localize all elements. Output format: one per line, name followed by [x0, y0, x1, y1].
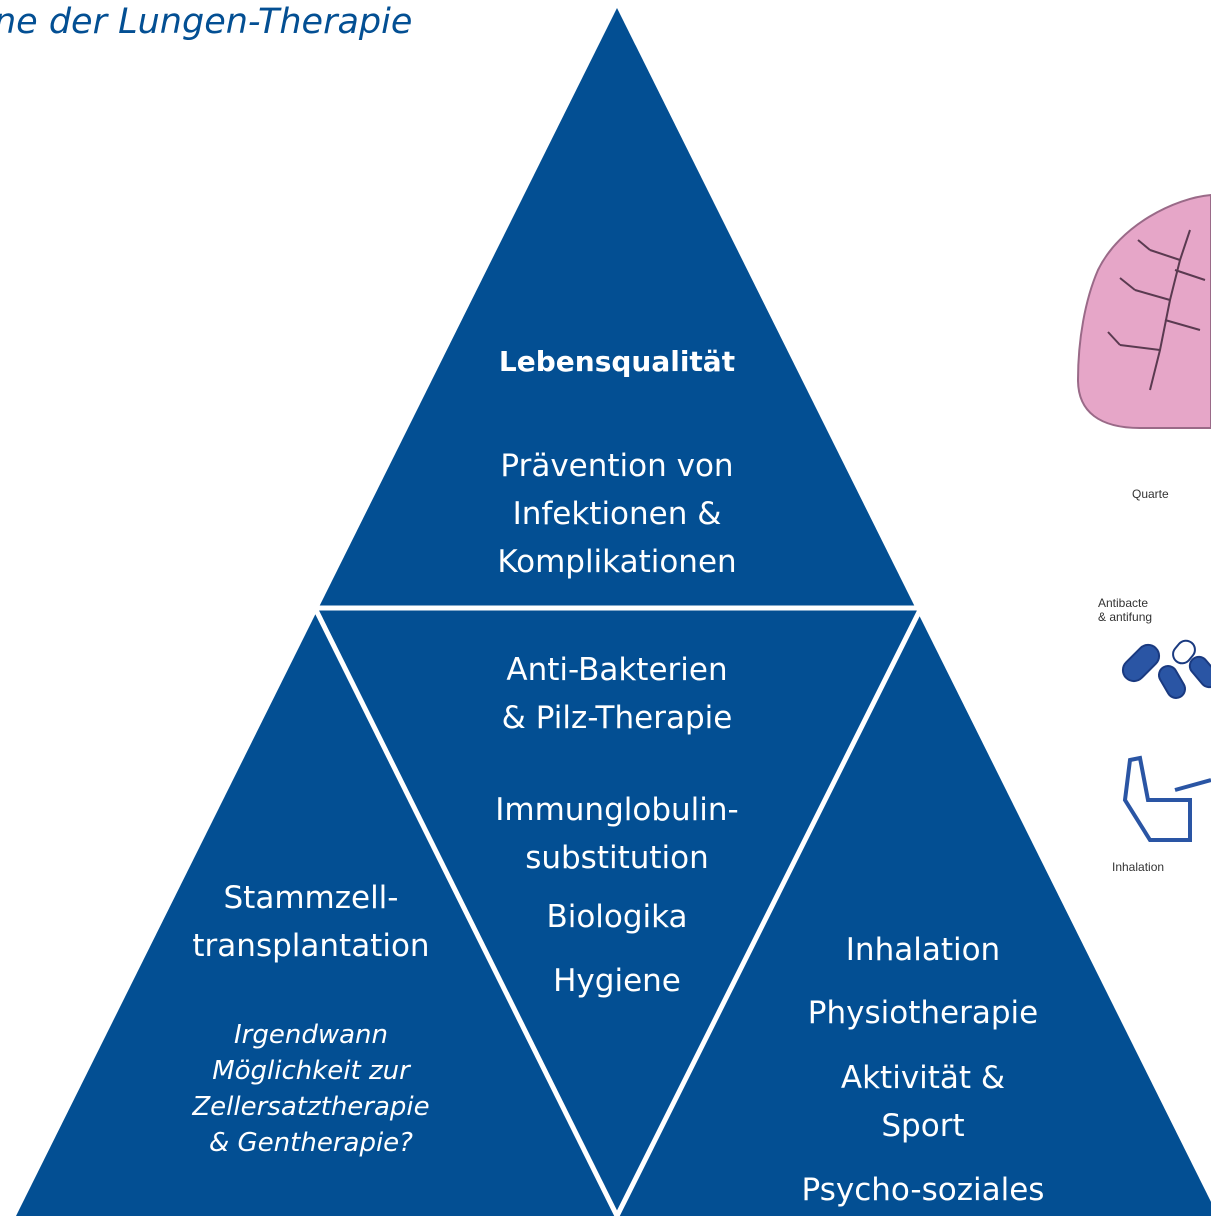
right-physiotherapie: Physiotherapie — [807, 995, 1039, 1031]
inhaler-icon — [1122, 755, 1211, 842]
center-hygiene: Hygiene — [553, 963, 681, 999]
top-heading: Lebensqualität — [498, 345, 736, 378]
left-stem-cell: Stammzell- transplantation — [192, 880, 430, 964]
top-text: Prävention von Infektionen & Komplikatio… — [497, 448, 737, 580]
page-title: ne der Lungen-Therapie — [0, 2, 413, 42]
center-antibacterial: Anti-Bakterien & Pilz-Therapie — [501, 652, 733, 736]
inhalation-caption: Inhalation — [1112, 860, 1165, 874]
center-biologika: Biologika — [546, 899, 688, 935]
lung-illustration — [1076, 193, 1211, 429]
pills-icon — [1121, 639, 1211, 699]
quarter-caption: Quarte — [1132, 487, 1169, 501]
right-aktivitaet: Aktivität & Sport — [840, 1060, 1006, 1144]
divider-left — [313, 608, 620, 1216]
pyramid-shape — [16, 8, 1211, 1216]
antibacterial-caption: Antibacte & antifung — [1098, 596, 1153, 624]
right-inhalation: Inhalation — [845, 932, 1001, 968]
divider-right — [614, 608, 923, 1216]
left-future-therapy: Irgendwann Möglichkeit zur Zellersatzthe… — [192, 1020, 430, 1158]
center-immunoglobulin: Immunglobulin- substitution — [495, 792, 739, 876]
right-psycho-soziales: Psycho-soziales — [801, 1172, 1045, 1208]
